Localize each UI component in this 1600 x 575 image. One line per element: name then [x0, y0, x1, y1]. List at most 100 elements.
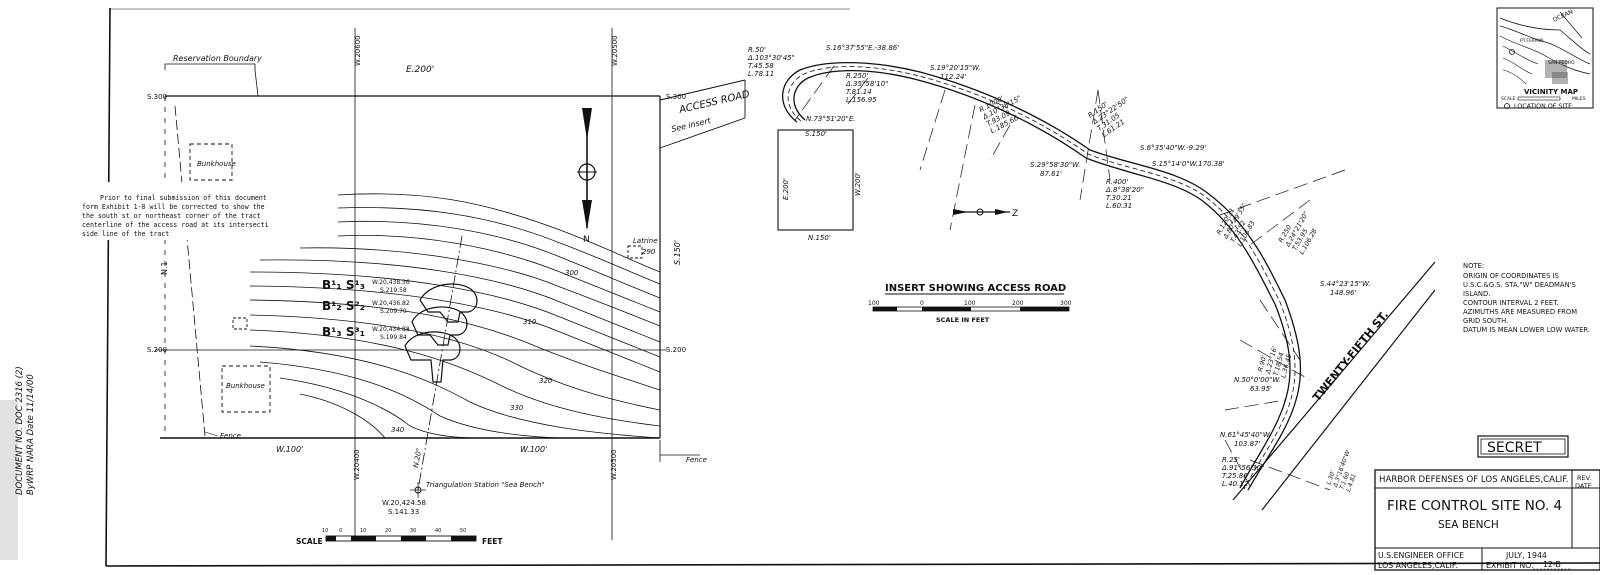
- notes-line-3: ISLAND.: [1463, 290, 1490, 298]
- bearing-s19-length: 112.24': [940, 73, 966, 81]
- note-line-3: the south st or northeast corner of the …: [82, 212, 261, 220]
- insert-title: INSERT SHOWING ACCESS ROAD: [885, 283, 1066, 294]
- stamp-line-1: DOCUMENT NO. DOC 2316 (2): [15, 366, 25, 495]
- reservation-boundary-label: Reservation Boundary: [173, 54, 262, 63]
- insert-tick-3: 200: [1012, 300, 1024, 307]
- station-3-s: S.199.84: [380, 334, 407, 341]
- plan-scale-tick-0: 10: [322, 528, 328, 534]
- general-notes: NOTE: ORIGIN OF COORDINATES IS U.S.C.&G.…: [1463, 262, 1590, 334]
- n73-bearing: N.73°51'20"E.: [806, 115, 855, 123]
- contour-lines: [249, 193, 661, 439]
- bearing-s44-length: 148.96': [1330, 289, 1356, 297]
- curve-1-r: R.50': [748, 46, 766, 54]
- plan-scale-tick-2: 10: [360, 528, 366, 534]
- curve-4-data: R.150' Δ.23°22'50" T.31.05 L.61.21: [1087, 95, 1131, 139]
- title-block: HARBOR DEFENSES OF LOS ANGELES,CALIF. RE…: [1374, 469, 1600, 571]
- site-e200: E.200': [782, 178, 790, 200]
- curve-7-data: R.250 Δ.24°21'20" T.53.95 L.106.28: [1277, 210, 1319, 256]
- vicinity-map-title: VICINITY MAP: [1524, 88, 1578, 96]
- secret-stamp: SECRET: [1477, 435, 1569, 458]
- curve-2-r: R.250': [846, 72, 868, 80]
- plan-scale-bar: SCALE 10 0 10 20 30 40 50 FEET: [296, 528, 503, 546]
- curve-10-l1: L.30': [1325, 469, 1337, 485]
- z-direction-arrow: Z: [953, 208, 1018, 219]
- agency-label: HARBOR DEFENSES OF LOS ANGELES,CALIF.: [1379, 475, 1569, 485]
- dim-w100-left: W.100': [276, 445, 303, 454]
- latrine-label: Latrine: [633, 237, 658, 245]
- triangulation-s: S.141.33: [388, 508, 419, 516]
- notes-line-6: GRID SOUTH.: [1463, 317, 1508, 325]
- bunkhouse-label-bottom: Bunkhouse: [226, 382, 265, 390]
- curve-2-delta: Δ.35°58'10": [845, 80, 888, 88]
- notes-line-7: DATUM IS MEAN LOWER LOW WATER.: [1463, 326, 1590, 334]
- triangulation-station: Triangulation Station "Sea Bench" W.20,4…: [382, 447, 545, 516]
- access-road-insert: ACCESS ROAD See insert S.150' E.200' W.2…: [659, 44, 1436, 511]
- bearing-s15: S.15°14'0"W.170.38': [1152, 160, 1225, 168]
- coord-s300-right: S.300: [666, 93, 686, 101]
- station-2-s: S.209.70: [380, 308, 407, 315]
- bearing-n50-length: 63.95': [1250, 385, 1272, 393]
- plan-scale-tick-3: 20: [385, 528, 391, 534]
- contour-320: 320: [539, 377, 553, 385]
- typed-note: Prior to final submission of this docume…: [78, 182, 334, 240]
- north-label: N: [583, 235, 590, 245]
- curve-1-l: L.78.11: [748, 70, 774, 78]
- fence-label-right: Fence: [686, 456, 707, 464]
- bunker-structures: [404, 283, 478, 383]
- curve-5-delta: Δ.8°38'20": [1105, 186, 1144, 194]
- station-2-w: W.20,436.82: [372, 300, 410, 307]
- z-label: Z: [1012, 209, 1018, 219]
- coord-w20600: W.20600: [354, 35, 362, 66]
- plan-scale-tick-6: 50: [460, 528, 466, 534]
- coord-s300-left: S.300: [147, 93, 167, 101]
- east-dimension: E.200': [406, 65, 434, 75]
- north-arrow: N: [577, 108, 597, 245]
- notes-line-1: ORIGIN OF COORDINATES IS: [1463, 272, 1559, 280]
- station-b3s1: B¹₃ S³₁: [322, 325, 365, 339]
- note-line-2: form Exhibit 1-8 will be corrected to sh…: [82, 203, 265, 211]
- note-line-5: side line of the tract: [82, 230, 169, 238]
- insert-tick-1: 0: [920, 300, 924, 307]
- notes-heading: NOTE:: [1463, 262, 1484, 270]
- plan-scale-unit: FEET: [482, 537, 503, 546]
- declassification-stamp: DOCUMENT NO. DOC 2316 (2) ByWRP NARA Dat…: [15, 366, 36, 495]
- bearing-s19: S.19°20'15"W.: [930, 64, 981, 72]
- station-b1s3: B¹₁ S¹₃: [322, 278, 365, 292]
- curve-10-data: L.30' Δ.3°16'40"W T.1.60 L.4.81: [1325, 449, 1358, 493]
- station-1-w: W.20,438.36: [372, 279, 410, 286]
- bearing-s6: S.6°35'40"W.-9.29': [1140, 144, 1206, 152]
- bearing-n50: N.50°0'00"W.: [1234, 376, 1281, 384]
- site-s150: S.150': [805, 130, 827, 138]
- bearing-s29: S.29°58'30"W.: [1030, 161, 1081, 169]
- contour-330: 330: [510, 404, 524, 412]
- sheet-border: [0, 7, 1600, 567]
- station-3-w: W.20,434.88: [372, 326, 410, 333]
- plan-scale-tick-4: 30: [410, 528, 416, 534]
- revision-label: REV.: [1577, 474, 1591, 482]
- coord-s200-right: S.200: [666, 346, 686, 354]
- plan-scale-label: SCALE: [296, 537, 323, 546]
- vicinity-town-2: SAN PEDRO: [1548, 60, 1575, 66]
- exhibit-number: 12-B: [1543, 560, 1561, 569]
- curve-9-r: R.25': [1222, 456, 1240, 464]
- vicinity-miles-label: MILES: [1572, 96, 1586, 102]
- dim-w100-right: W.100': [520, 445, 547, 454]
- contour-290: 290: [642, 248, 656, 256]
- coord-w20500: W.20500: [611, 35, 619, 66]
- contour-340: 340: [391, 426, 405, 434]
- plan-scale-tick-5: 40: [435, 528, 441, 534]
- street-label: TWENTY-FIFTH ST.: [1310, 308, 1391, 404]
- insert-scale-label: SCALE IN FEET: [936, 316, 990, 324]
- secret-stamp-text: SECRET: [1487, 440, 1542, 456]
- curve-8-data: R.90' Δ.23°16' T.18.54 L.36.45: [1256, 345, 1293, 379]
- dim-n: N.1: [160, 261, 169, 275]
- note-line-1: Prior to final submission of this docume…: [100, 194, 267, 202]
- curve-5-t: T.30.21: [1106, 194, 1132, 202]
- contour-310: 310: [523, 318, 537, 326]
- site-plan: Reservation Boundary E.200' W.20600 W.20…: [78, 28, 707, 546]
- curve-5-l: L.60.31: [1106, 202, 1132, 210]
- curve-1-data: R.50' Δ.103°30'45" T.45.58 L.78.11: [747, 46, 795, 78]
- site-n150: N.150': [808, 234, 831, 242]
- curve-9-t: T.25.86: [1222, 472, 1248, 480]
